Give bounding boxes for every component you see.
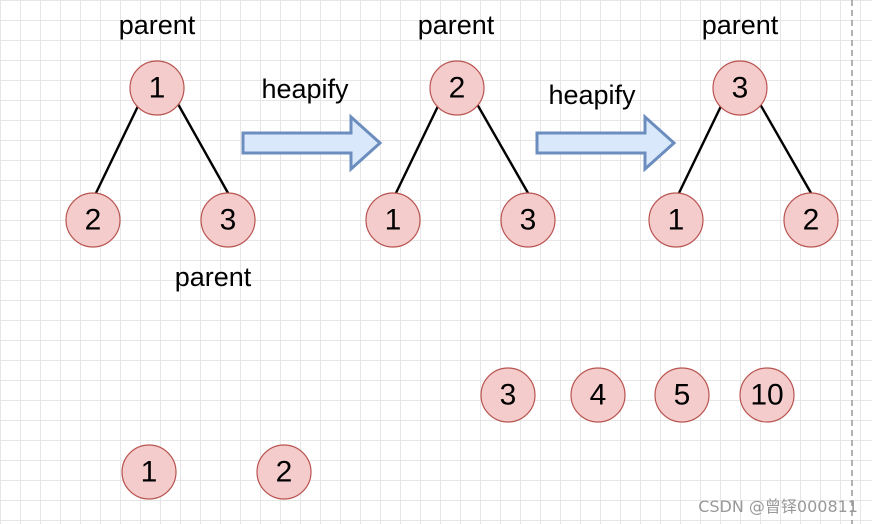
tree-1-left-node: 2 xyxy=(65,192,121,248)
node-value: 1 xyxy=(385,204,402,237)
tree-2-edge-left xyxy=(394,103,441,194)
tree-2-root-node: 2 xyxy=(429,60,485,116)
node-value: 2 xyxy=(803,204,820,237)
loose-node: 1 xyxy=(121,444,177,500)
loose-node: 5 xyxy=(654,367,710,423)
arrow-right-icon xyxy=(241,113,383,173)
heapify-arrow-1: heapify xyxy=(241,74,383,173)
heapify-label: heapify xyxy=(261,74,349,104)
loose-node: 4 xyxy=(570,367,626,423)
watermark: CSDN @曾铎000811 xyxy=(698,497,858,516)
tree-1-right-node: 3 xyxy=(200,192,256,248)
node-value: 3 xyxy=(500,379,517,412)
node-value: 2 xyxy=(85,204,102,237)
node-value: 2 xyxy=(276,456,293,489)
node-value: 4 xyxy=(590,379,607,412)
tree-1-root-node: 1 xyxy=(129,60,185,116)
node-value: 2 xyxy=(449,72,466,105)
tree-2-left-node: 1 xyxy=(365,192,421,248)
loose-nodes-row: 3 4 5 10 xyxy=(480,367,795,423)
node-value: 10 xyxy=(750,379,783,412)
heapify-arrow-2: heapify xyxy=(535,80,677,173)
tree-1-edge-right xyxy=(176,103,230,194)
node-value: 3 xyxy=(220,204,237,237)
node-value: 1 xyxy=(141,456,158,489)
tree-3-root-node: 3 xyxy=(712,60,768,116)
node-value: 3 xyxy=(520,204,537,237)
arrow-right-icon xyxy=(535,113,677,173)
parent-label: parent xyxy=(418,10,495,40)
tree-2: parent 2 1 3 xyxy=(365,10,556,248)
tree-2-edge-right xyxy=(475,103,530,194)
tree-1-edge-left xyxy=(94,103,141,194)
loose-node: 2 xyxy=(256,444,312,500)
parent-label: parent xyxy=(175,262,252,292)
parent-label: parent xyxy=(119,10,196,40)
heapify-label: heapify xyxy=(548,80,636,110)
tree-3: parent 3 1 2 xyxy=(648,10,839,248)
node-value: 1 xyxy=(149,72,166,105)
loose-node: 10 xyxy=(739,367,795,423)
tree-1: parent 1 2 3 parent xyxy=(65,10,256,292)
bottom-nodes: 1 2 xyxy=(121,444,312,500)
node-value: 5 xyxy=(674,379,691,412)
loose-node: 3 xyxy=(480,367,536,423)
tree-3-edge-left xyxy=(677,103,724,194)
tree-3-right-node: 2 xyxy=(783,192,839,248)
node-value: 3 xyxy=(732,72,749,105)
node-value: 1 xyxy=(668,204,685,237)
parent-label: parent xyxy=(702,10,779,40)
tree-3-edge-right xyxy=(758,103,813,194)
tree-3-left-node: 1 xyxy=(648,192,704,248)
tree-2-right-node: 3 xyxy=(500,192,556,248)
